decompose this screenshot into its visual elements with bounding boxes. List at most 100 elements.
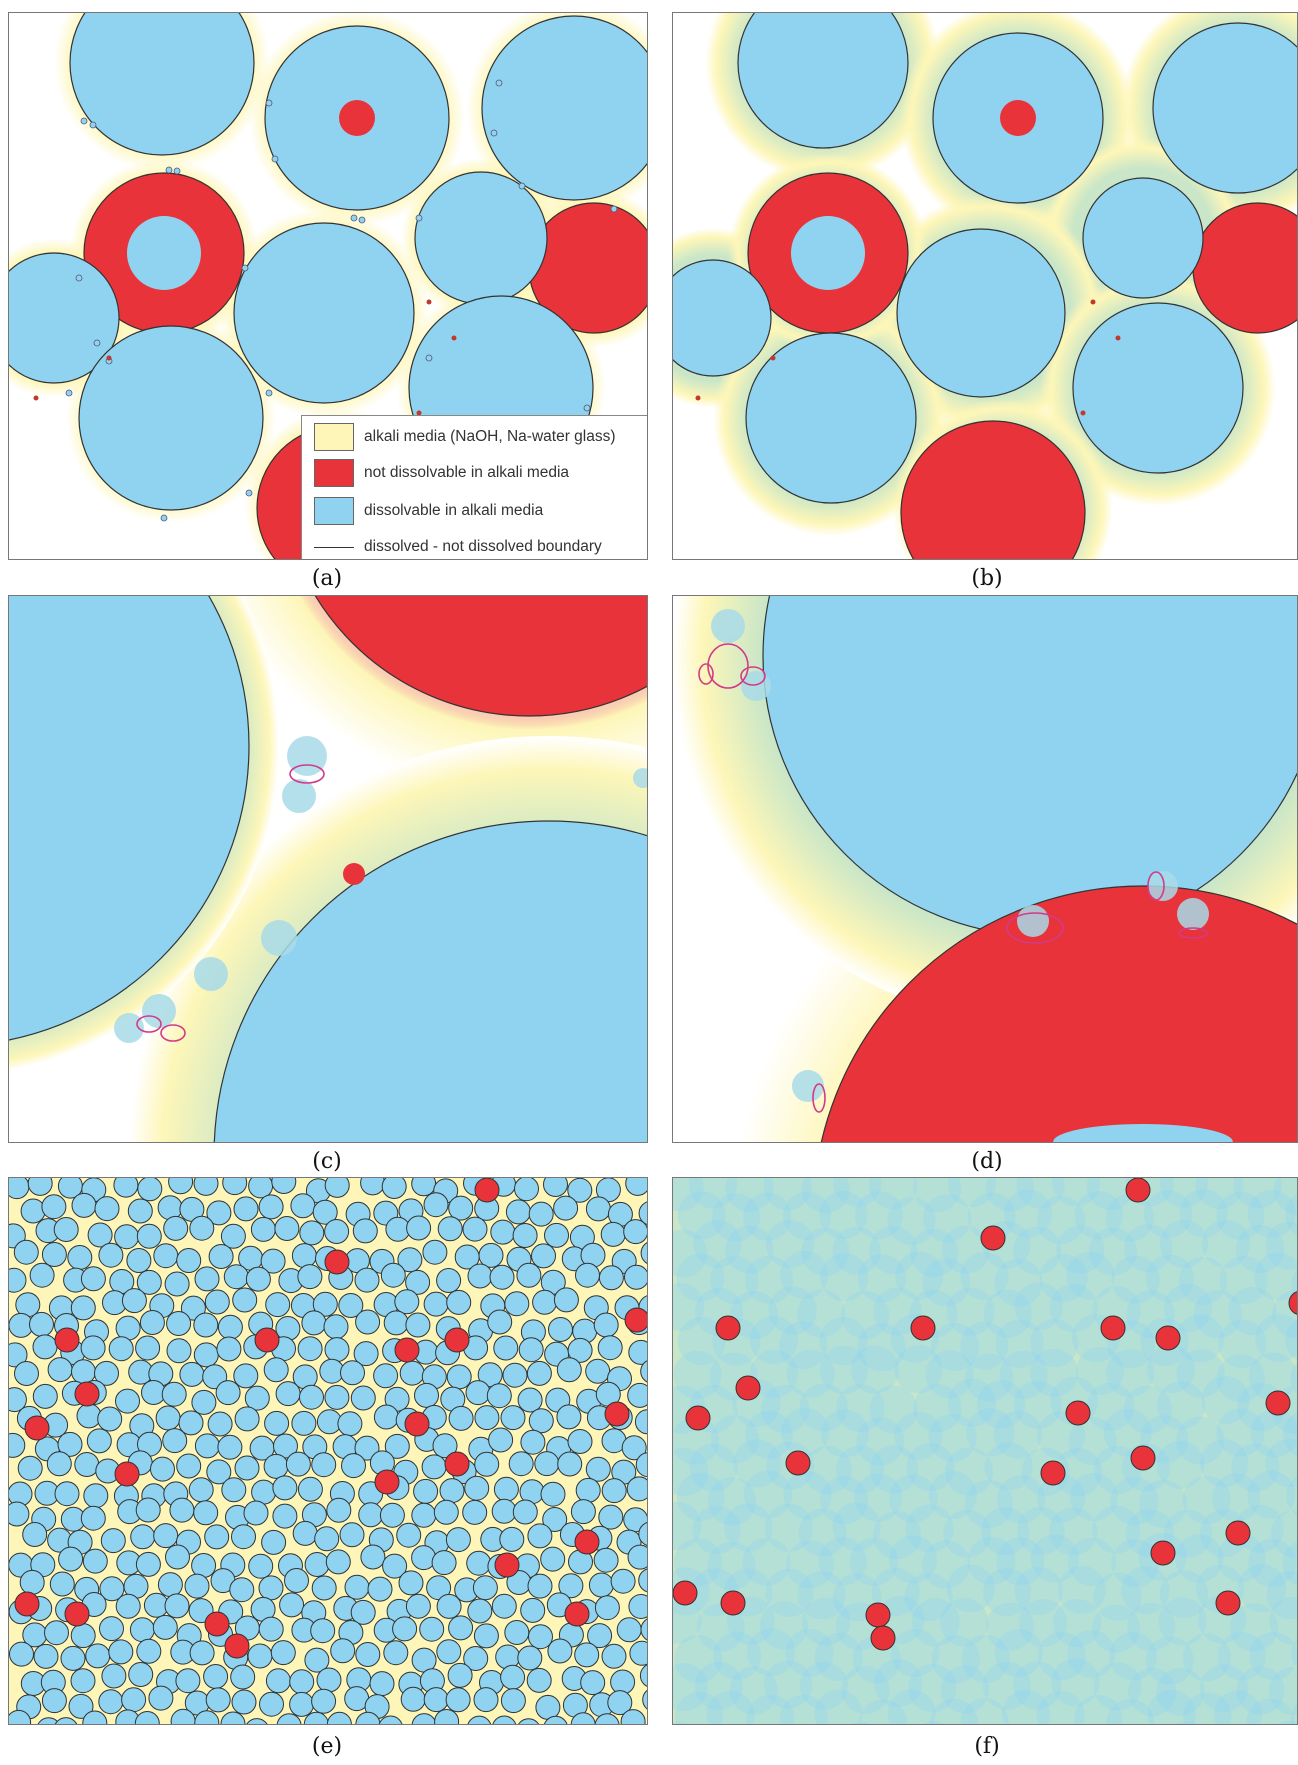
particle — [19, 1569, 45, 1595]
caption-b: (b) — [971, 566, 1003, 591]
red-particle — [374, 1469, 400, 1495]
particle — [297, 1336, 323, 1362]
particle — [913, 1178, 962, 1212]
particle — [677, 1191, 726, 1240]
particle — [130, 1524, 156, 1550]
particle — [638, 1522, 647, 1546]
red-particle — [254, 1327, 280, 1353]
particle — [448, 1615, 474, 1641]
particle — [1051, 1658, 1100, 1707]
particle — [1201, 1376, 1250, 1425]
particle — [297, 1264, 323, 1290]
particle — [222, 1178, 248, 1196]
particle — [398, 1570, 424, 1596]
particle — [233, 1363, 259, 1389]
panel-c — [8, 595, 648, 1143]
particle — [274, 1216, 300, 1241]
red-inclusion-b — [1000, 100, 1036, 136]
particle — [60, 1645, 86, 1671]
particle — [1291, 1702, 1297, 1724]
particle — [466, 1550, 492, 1576]
particle — [1290, 1361, 1297, 1394]
particle — [610, 1568, 636, 1594]
particle — [820, 1253, 869, 1302]
particle — [299, 1220, 325, 1246]
particle — [217, 1314, 243, 1340]
particle — [446, 1364, 472, 1390]
particle — [1036, 1691, 1085, 1724]
particle — [232, 1287, 258, 1313]
particle — [543, 1178, 568, 1197]
particle — [553, 1195, 579, 1221]
particle — [41, 1688, 67, 1714]
particle — [911, 1598, 960, 1647]
particle — [724, 1503, 773, 1552]
panel-b — [672, 12, 1298, 560]
particle — [749, 1316, 798, 1365]
particle — [445, 1687, 471, 1713]
particle — [760, 1601, 809, 1650]
particle — [135, 1551, 161, 1577]
particle — [526, 1667, 552, 1693]
particle — [1254, 1252, 1297, 1301]
particle — [233, 1196, 259, 1222]
particle — [323, 1314, 349, 1340]
particle — [598, 1265, 624, 1291]
particle — [941, 1225, 990, 1274]
particle — [556, 1357, 582, 1383]
particle — [1105, 1193, 1154, 1242]
not-dissolvable-particles-b — [747, 172, 1297, 559]
particle — [382, 1553, 408, 1579]
particle — [629, 1640, 647, 1666]
particle — [166, 1338, 192, 1364]
particle — [462, 1216, 488, 1242]
particle — [1146, 1345, 1195, 1394]
particle — [324, 1337, 350, 1363]
particle — [627, 1544, 647, 1570]
particle — [251, 1479, 277, 1505]
particle — [1018, 1599, 1067, 1647]
particle — [1014, 1566, 1063, 1615]
particle — [326, 1497, 352, 1523]
dissolvable-particles-e — [9, 1178, 647, 1724]
particle — [421, 1454, 447, 1480]
particle — [1037, 1474, 1086, 1523]
particle — [947, 1178, 996, 1207]
particle — [194, 1433, 220, 1459]
particle — [353, 1341, 379, 1367]
particle — [355, 1711, 381, 1724]
particle — [291, 1243, 317, 1269]
particle — [729, 1666, 778, 1715]
particle — [1126, 1290, 1175, 1339]
particle — [1049, 1284, 1098, 1332]
red-particle — [720, 1590, 746, 1616]
particle — [292, 1520, 318, 1546]
particle — [601, 1478, 627, 1504]
particle — [330, 1638, 356, 1664]
particle — [1158, 1597, 1207, 1646]
particle — [1282, 1541, 1297, 1586]
particle — [70, 1668, 96, 1694]
particle — [203, 1664, 229, 1689]
particle — [369, 1671, 395, 1697]
particle — [836, 1384, 885, 1432]
particle — [37, 1717, 60, 1724]
particle — [285, 1451, 311, 1477]
particle — [423, 1291, 449, 1317]
particle — [1228, 1286, 1277, 1335]
particle — [1255, 1313, 1297, 1362]
particle — [1144, 1190, 1192, 1239]
particle — [17, 1455, 43, 1481]
particle — [1088, 1227, 1137, 1276]
particle — [422, 1239, 448, 1265]
legend-label-dissolvable: dissolvable in alkali media — [364, 502, 544, 519]
particle — [164, 1593, 190, 1619]
particle — [733, 1439, 782, 1488]
particle — [448, 1195, 474, 1221]
particle — [638, 1568, 647, 1593]
particle — [82, 1710, 108, 1724]
particle — [802, 1597, 850, 1646]
particle — [1016, 1506, 1065, 1555]
particle — [299, 1384, 324, 1410]
particle — [1182, 1475, 1231, 1524]
